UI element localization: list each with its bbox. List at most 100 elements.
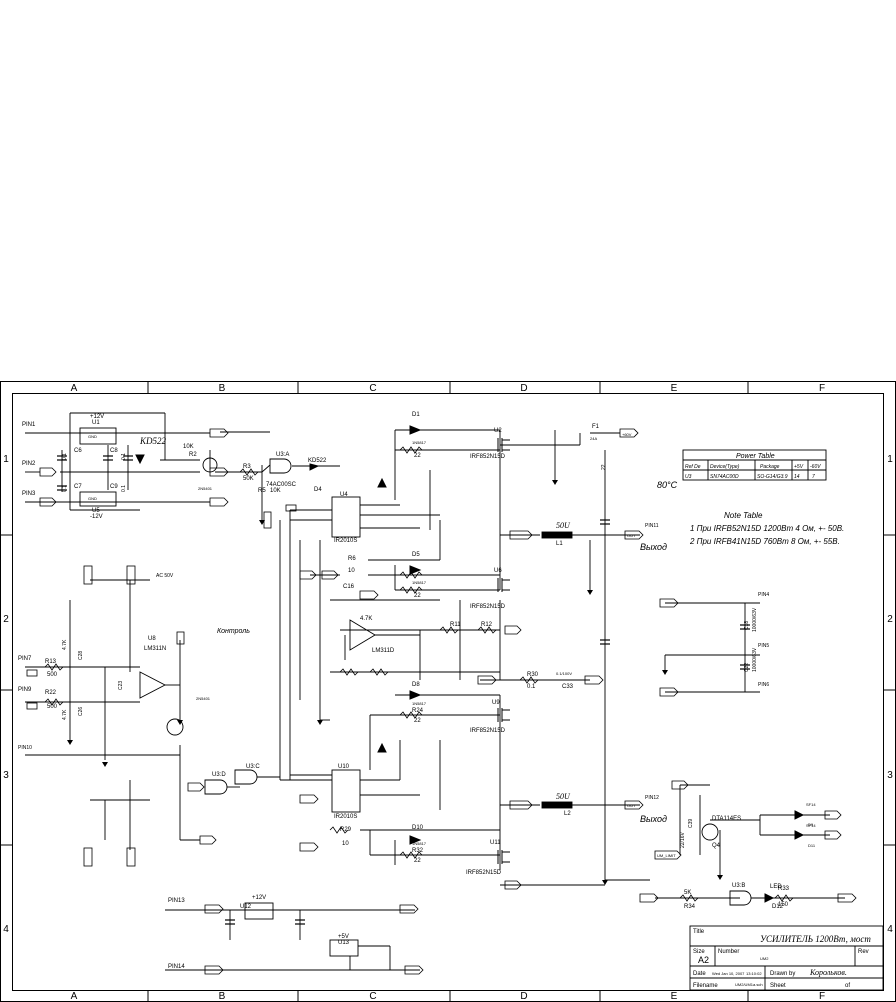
pt-header-device: Device(Type): [710, 464, 740, 470]
c23-label: C23: [118, 681, 124, 690]
r5-label: R5: [258, 488, 266, 494]
c6-label: C6: [74, 448, 82, 454]
pin13-label: PIN13: [168, 898, 185, 904]
u9-part: IRF852N15D: [470, 728, 506, 734]
d5-label: D5: [412, 552, 420, 558]
u10-part: IR2010S: [334, 814, 357, 820]
c7-value: 0.1: [62, 485, 68, 492]
r6-value: 10: [348, 568, 355, 574]
c9-value: 0.1: [121, 485, 127, 492]
row-label-4-right: 4: [887, 924, 893, 935]
plus12-label: +12V: [90, 414, 104, 420]
d5-part: 1N5817: [412, 580, 427, 585]
um-limit-tag: UM_LIMIT: [657, 853, 676, 858]
r13-value: 500: [47, 672, 58, 678]
sheet-label: Sheet: [770, 983, 786, 989]
pin5-label: PIN5: [758, 643, 769, 649]
plus5-label: +5V: [338, 934, 349, 940]
c7-label: C7: [74, 484, 82, 490]
r24-value: 22: [414, 718, 421, 724]
pt-row-ref: U3: [685, 474, 692, 480]
q1-label: 2N5401: [198, 486, 213, 491]
pt-row-device: SN74AC00D: [710, 474, 739, 480]
pin1-label: PIN1: [22, 422, 36, 428]
c22-label: C22: [744, 663, 750, 672]
pin6-label: PIN6: [758, 682, 769, 688]
temperature-note: 80°C: [657, 480, 678, 490]
pin11-label: PIN11: [645, 523, 659, 529]
pin9-label: PIN9: [18, 687, 32, 693]
row-label-2-right: 2: [887, 614, 893, 625]
u8-part: LM311N: [144, 646, 166, 652]
r3-value: 50K: [243, 476, 254, 482]
r33-label: R33: [778, 886, 790, 892]
r32-value: 22: [414, 858, 421, 864]
power-table-title: Power Table: [736, 453, 775, 460]
c26-label: C26: [78, 707, 84, 716]
col-label-c: C: [369, 383, 376, 394]
d1-label: D1: [412, 412, 420, 418]
l2-value: 50U: [556, 792, 571, 801]
u3c-label: U3:C: [246, 764, 260, 770]
c28-label: C28: [78, 651, 84, 660]
col-label-f: F: [819, 383, 825, 394]
title-value: УСИЛИТЕЛЬ 1200Вт, мост: [760, 934, 871, 944]
d4-label: D4: [314, 487, 322, 493]
u11-label: U11: [490, 840, 501, 846]
pin10-label: PIN10: [18, 745, 32, 751]
row-label-1-right: 1: [887, 454, 893, 465]
vin-tag: +60V: [622, 432, 632, 437]
u9-label: U9: [492, 700, 500, 706]
r11-label: R11: [450, 622, 461, 628]
col-label-e-bottom: E: [671, 991, 678, 1002]
r33-value: 150: [778, 902, 789, 908]
pt-header-60v: -60V: [810, 464, 821, 470]
pin2-label: PIN2: [22, 461, 36, 467]
u2-label: U2: [494, 428, 502, 434]
r12-label: R12: [481, 622, 493, 628]
number-label: Number: [718, 949, 739, 955]
r29-value: 10: [342, 841, 349, 847]
drawn-value: Корольков.: [809, 968, 847, 977]
col-label-a: A: [71, 383, 78, 394]
pt-header-ref: Ref De: [685, 464, 701, 470]
l1-label: L1: [556, 541, 563, 547]
c33-label: C33: [562, 684, 574, 690]
r22-side: 4.7K: [62, 709, 68, 720]
filename-label: Filename: [693, 983, 718, 989]
pin12-label: PIN12: [645, 795, 659, 801]
led-label: LED: [770, 884, 782, 890]
r3-label: R3: [243, 464, 251, 470]
f1-label: F1: [592, 424, 600, 430]
date-value: Wed Jan 10, 2007: [712, 971, 745, 976]
c18-label: C18: [744, 621, 750, 630]
u4-label: U4: [340, 492, 348, 498]
c18-value: 10000/63V: [752, 607, 758, 632]
r29-label: R29: [340, 827, 352, 833]
col-label-e: E: [671, 383, 678, 394]
plus12-bottom: +12V: [252, 895, 266, 901]
out2-tag: OUT: [627, 803, 636, 808]
u4-part: IR2010S: [334, 538, 357, 544]
u2-part: IRF852N15D: [470, 454, 506, 460]
r30-value: 0.1: [527, 684, 536, 690]
note-line-1: 1 При IRFB52N15D 1200Вт 4 Ом, +- 50В.: [690, 524, 844, 533]
r30-label: R30: [527, 672, 539, 678]
l2-label: L2: [564, 811, 571, 817]
u8-label: U8: [148, 636, 156, 642]
ac-note: AC 50V: [156, 573, 174, 579]
r7-value: 22: [414, 593, 421, 599]
r2-value: 10K: [183, 444, 194, 450]
col-label-d-bottom: D: [520, 991, 527, 1002]
pt-header-package: Package: [760, 464, 780, 470]
output-label-2: Выход: [640, 814, 667, 824]
control-label: Контроль: [217, 628, 250, 635]
col-label-c-bottom: C: [369, 991, 376, 1002]
q4-part: DTA114ES: [712, 816, 741, 822]
u1-gnd: GND: [88, 434, 97, 439]
r24-label: R24: [412, 708, 424, 714]
pt-row-5v: 14: [794, 474, 800, 480]
u3b-label: U3:B: [732, 883, 745, 889]
pt-row-60v: 7: [812, 474, 815, 480]
